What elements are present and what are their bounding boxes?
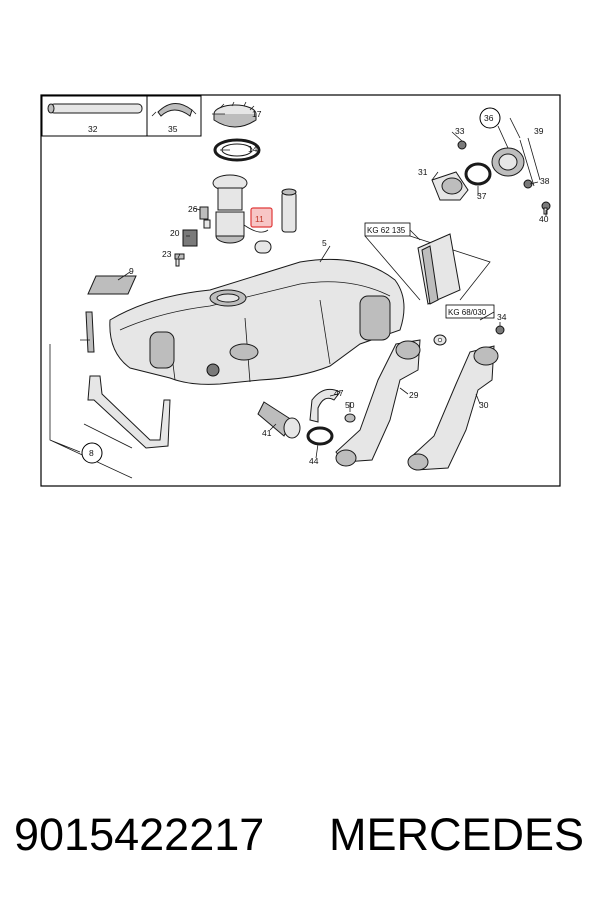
washer-icon <box>433 334 447 346</box>
inset-box-35 <box>146 95 202 137</box>
part-35-clamp-icon <box>151 103 197 117</box>
label-11: 11 <box>255 214 264 224</box>
label-20: 20 <box>170 228 180 238</box>
inset-box-32 <box>41 95 148 137</box>
part-30-filler-neck-icon <box>407 345 499 471</box>
label-32: 32 <box>88 124 98 134</box>
brand-name: MERCEDES <box>328 809 584 860</box>
panel-part-icon <box>417 233 461 305</box>
part-44-clamp-icon <box>306 426 334 446</box>
part-17-cap-icon <box>213 101 257 128</box>
callout-circle-8 <box>81 442 103 464</box>
label-50: 50 <box>345 400 355 410</box>
part-32-tube-icon <box>47 103 143 114</box>
label-36: 36 <box>484 113 494 123</box>
part-20-connector-icon <box>182 229 198 247</box>
label-26: 26 <box>188 204 198 214</box>
part-34-screw-icon <box>495 325 505 335</box>
part-5-fuel-tank-icon <box>109 258 405 385</box>
part-fuel-pump-icon <box>212 174 269 244</box>
kg-68-030-box <box>445 304 495 319</box>
part-38-screw-icon <box>523 179 533 189</box>
part-50-clip-icon <box>344 413 356 423</box>
part-9-plate-icon <box>87 275 137 295</box>
label-47: 47 <box>334 388 344 398</box>
label-23: 23 <box>162 249 172 259</box>
label-37: 37 <box>477 191 487 201</box>
part-23-screw-icon <box>174 253 185 267</box>
parts-diagram: 32 35 17 14 26 11 20 23 5 9 33 36 39 31 … <box>40 94 561 487</box>
label-30: 30 <box>479 400 489 410</box>
part-26-sensor-icon <box>199 206 211 229</box>
label-5: 5 <box>322 238 327 248</box>
part-filter-icon <box>254 188 297 254</box>
label-33: 33 <box>455 126 465 136</box>
part-31-flange-icon <box>431 171 469 201</box>
part-47-hose-icon <box>309 388 341 423</box>
label-9: 9 <box>129 266 134 276</box>
label-40: 40 <box>539 214 549 224</box>
highlight-box-11 <box>250 207 273 228</box>
label-31: 31 <box>418 167 428 177</box>
label-38: 38 <box>540 176 550 186</box>
part-number: 9015422217 <box>14 809 265 860</box>
label-17: 17 <box>252 109 262 119</box>
part-41-tube-icon <box>257 401 301 439</box>
label-41: 41 <box>262 428 272 438</box>
callout-circle-36 <box>479 107 501 129</box>
label-44: 44 <box>309 456 319 466</box>
part-33-screw-icon <box>457 140 467 150</box>
label-39: 39 <box>534 126 544 136</box>
part-29-filler-neck-icon <box>335 339 421 467</box>
label-35: 35 <box>168 124 178 134</box>
part-8-bracket-icon <box>85 311 171 449</box>
label-29: 29 <box>409 390 419 400</box>
part-37-ring-icon <box>464 162 492 186</box>
label-8: 8 <box>89 448 94 458</box>
kg-62-135-label: KG 62 135 <box>367 226 406 235</box>
label-34: 34 <box>497 312 507 322</box>
part-caption: 9015422217 MERCEDES <box>0 800 600 870</box>
label-14: 14 <box>248 144 258 154</box>
kg-62-135-box <box>364 222 411 237</box>
kg-68-030-label: KG 68/030 <box>448 308 487 317</box>
